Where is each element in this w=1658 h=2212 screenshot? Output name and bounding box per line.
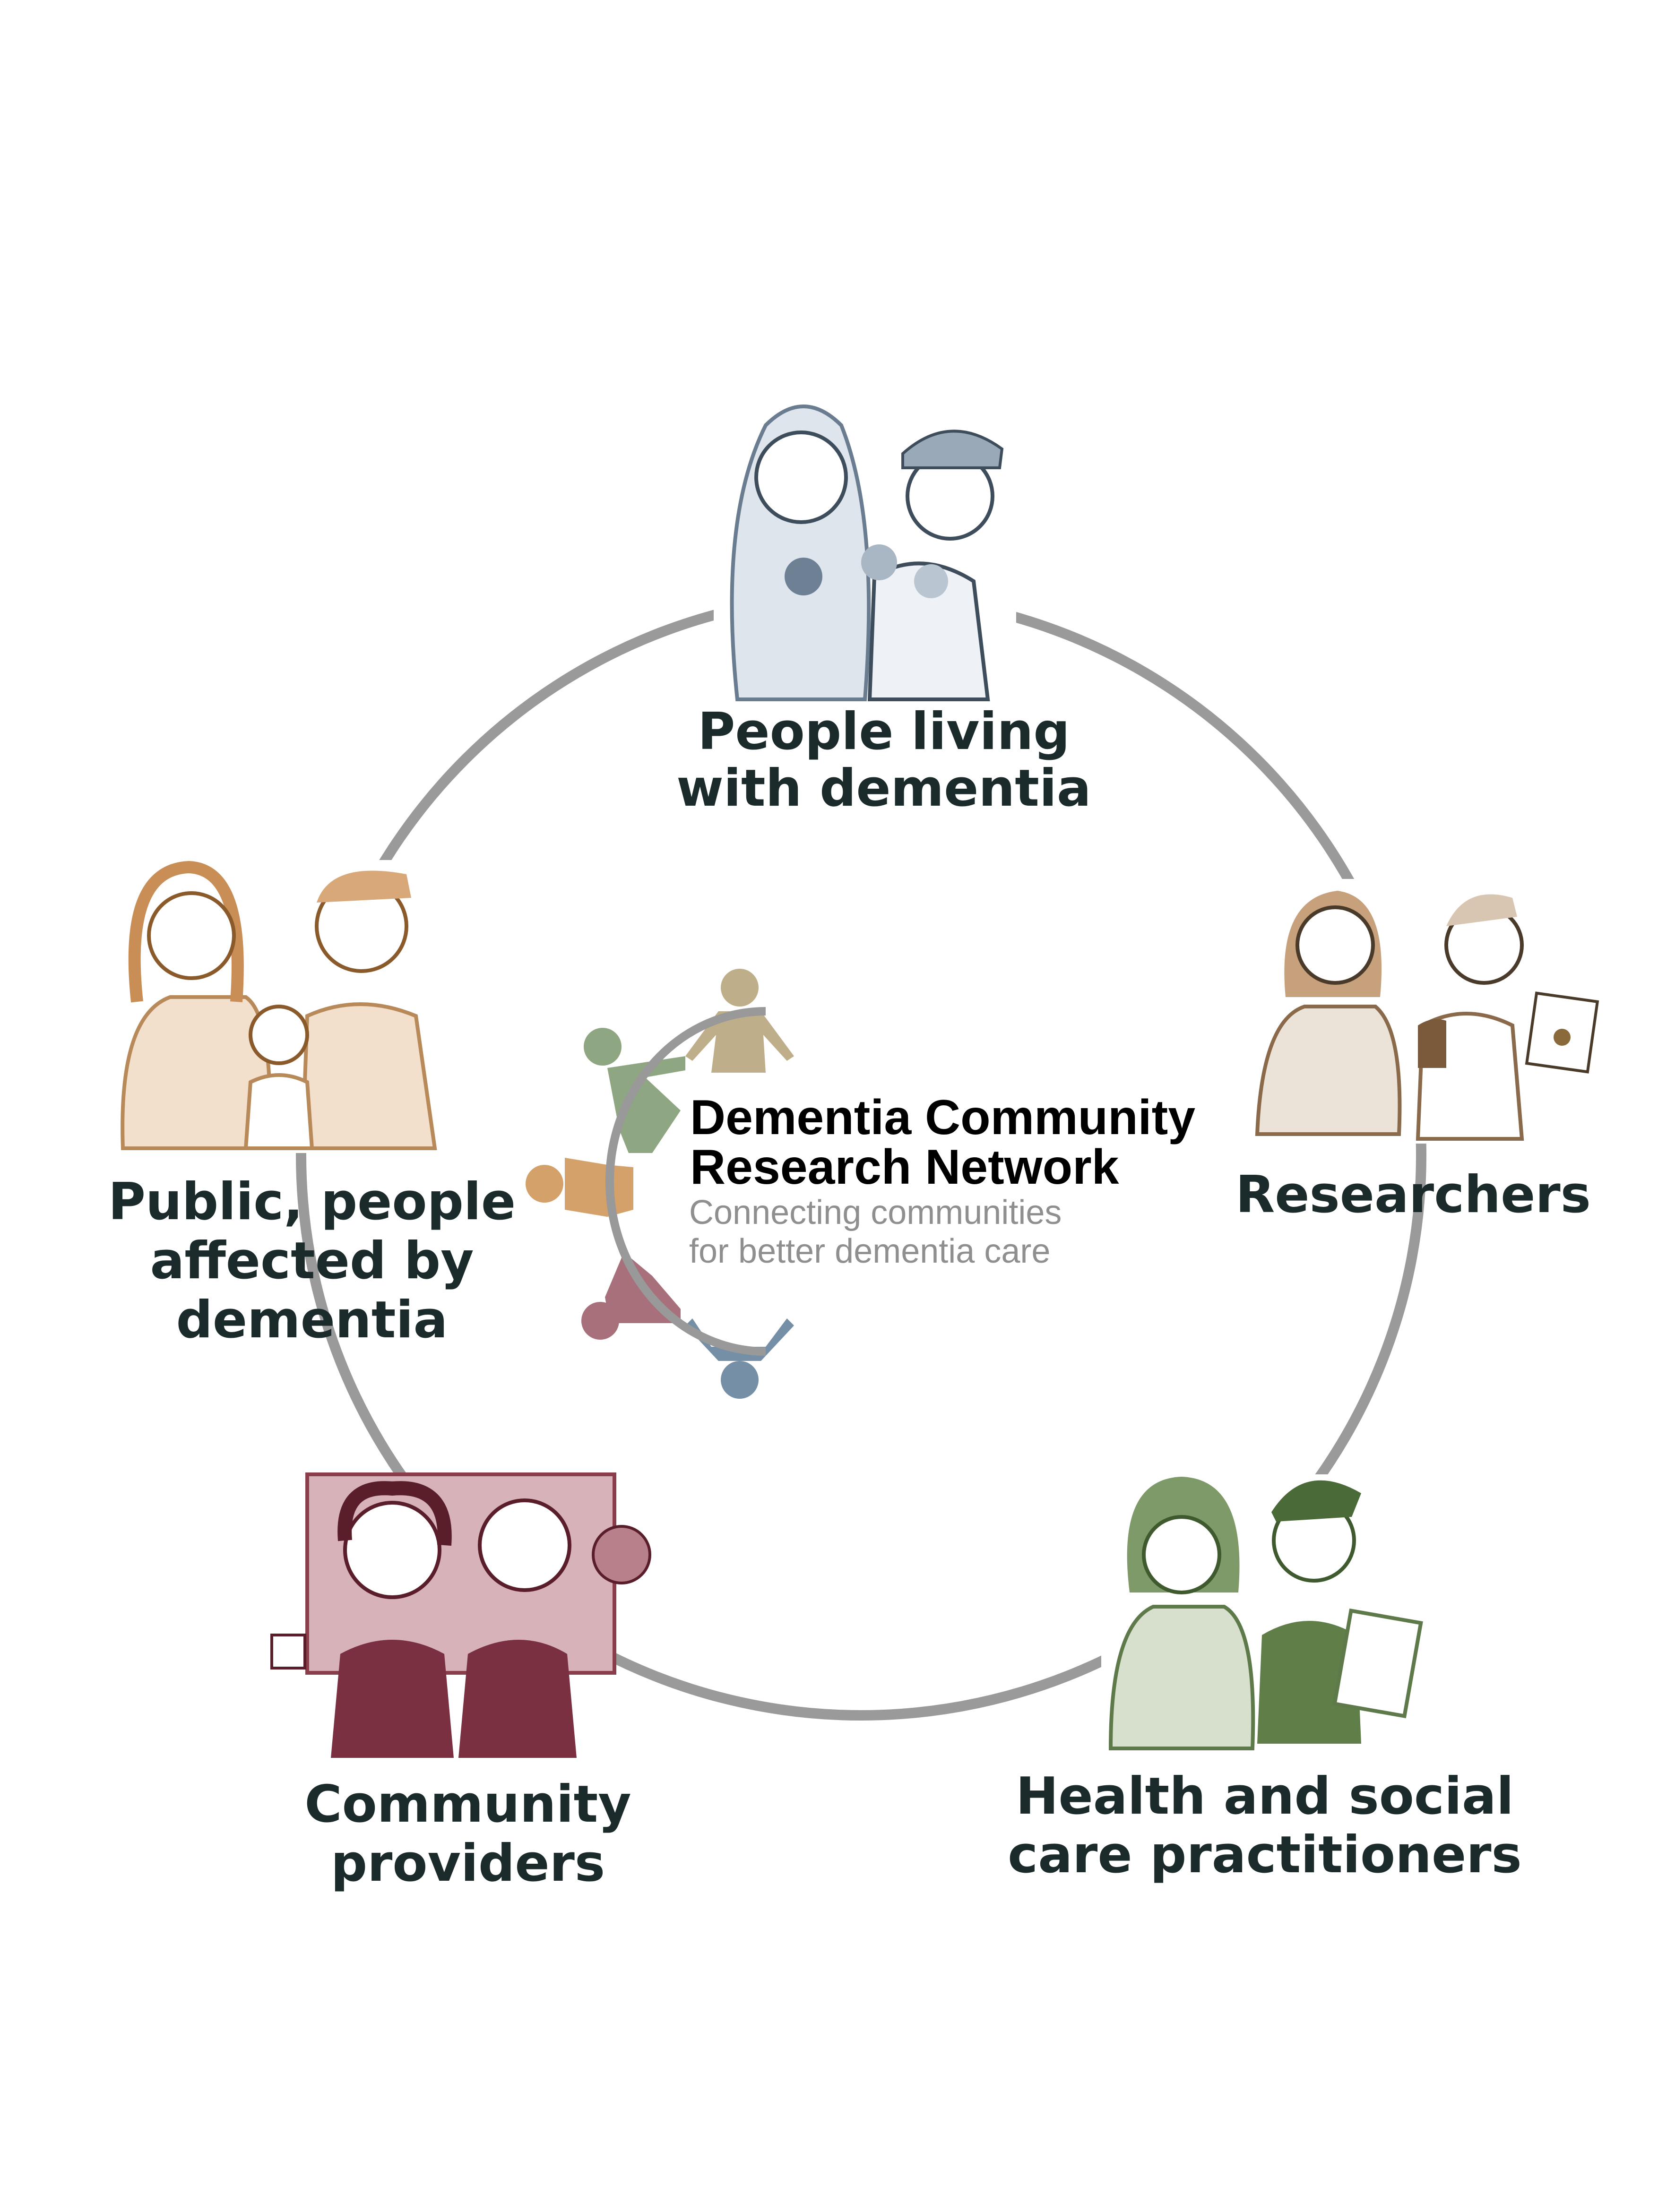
health-social-care-illustration xyxy=(1101,1474,1432,1750)
health-social-care-label-line2: care practitioners xyxy=(1008,1825,1522,1885)
people-living-illustration xyxy=(714,397,1016,701)
logo-people-ring-icon xyxy=(526,969,794,1399)
logo-tagline-line1: Connecting communities xyxy=(689,1194,1062,1231)
community-providers-label-line1: Community xyxy=(304,1775,631,1834)
logo-title-line1: Dementia Community xyxy=(690,1090,1195,1145)
researchers-label: Researchers xyxy=(1235,1165,1591,1224)
community-providers-label-line2: providers xyxy=(331,1834,605,1893)
people-living-label-line1: People living xyxy=(698,702,1070,761)
logo-title-line2: Research Network xyxy=(690,1140,1119,1195)
community-providers-illustration xyxy=(270,1472,651,1758)
public-label-line1: Public, people xyxy=(108,1172,516,1231)
public-illustration xyxy=(113,860,444,1153)
logo-tagline-line2: for better dementia care xyxy=(689,1232,1050,1270)
health-social-care-label-line1: Health and social xyxy=(1016,1767,1514,1826)
public-label-line2: affected by xyxy=(150,1231,474,1291)
public-label-line3: dementia xyxy=(176,1291,448,1350)
people-living-label-line2: with dementia xyxy=(676,759,1091,818)
dcrn-logo: Dementia Community Research Network Conn… xyxy=(526,969,1195,1399)
researchers-illustration xyxy=(1248,879,1607,1144)
